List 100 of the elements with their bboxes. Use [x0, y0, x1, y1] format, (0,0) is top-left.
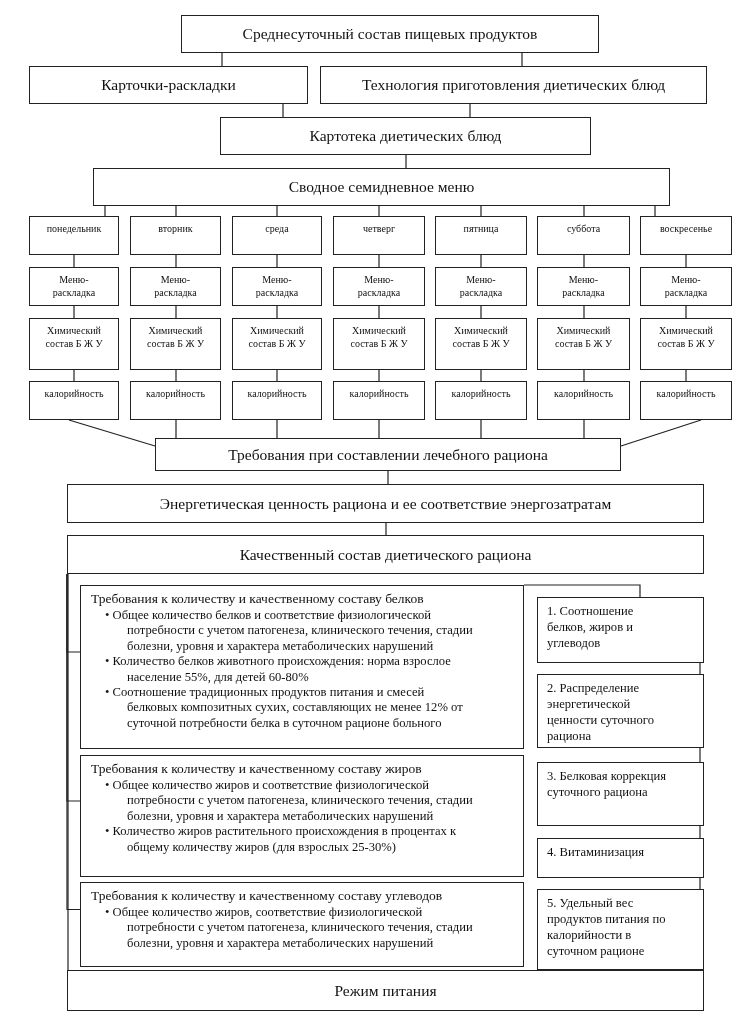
day-box — [29, 381, 119, 420]
box-heading: Требования к количеству и качественному составу белков — [91, 591, 425, 607]
connector-line — [276, 254, 278, 268]
connector-line — [387, 470, 389, 485]
connector-line — [378, 254, 380, 268]
process-box — [67, 535, 704, 574]
process-box — [181, 15, 599, 53]
requirements-box — [80, 755, 524, 877]
connector-line — [175, 419, 177, 439]
box-label: калорийность — [450, 387, 512, 400]
bullet-item: • Количество белков животного происхождения: норма взрослое население 55%, для детей 60-80% — [104, 654, 452, 686]
connector-line — [583, 254, 585, 268]
connector-line — [175, 205, 177, 217]
day-box — [537, 318, 630, 370]
day-box — [130, 216, 221, 255]
box-label: Меню-раскладка — [663, 273, 709, 299]
connector-line — [66, 573, 81, 911]
connector-line — [583, 205, 585, 217]
day-box — [640, 267, 732, 306]
connector-line — [175, 254, 177, 268]
box-label: Картотека диетических блюд — [309, 127, 502, 145]
day-box — [29, 267, 119, 306]
box-label: Требования при составлении лечебного рациона — [228, 445, 548, 464]
process-box — [67, 970, 704, 1011]
box-label: понедельник — [45, 222, 103, 235]
day-box — [333, 381, 425, 420]
numbered-box — [537, 838, 704, 878]
box-label: Химический состав Б Ж У — [349, 324, 409, 350]
box-label: Химический состав Б Ж У — [553, 324, 614, 350]
day-box — [333, 267, 425, 306]
connector-line — [276, 305, 278, 319]
box-label: Качественный состав диетического рациона — [239, 545, 532, 564]
box-heading: Требования к количеству и качественному составу жиров — [91, 761, 423, 777]
box-label: Меню-раскладка — [254, 273, 300, 299]
day-box — [232, 216, 322, 255]
box-label: четверг — [361, 222, 396, 235]
box-label: Химический состав Б Ж У — [44, 324, 104, 350]
process-box — [29, 66, 308, 104]
day-box — [130, 318, 221, 370]
connector-line — [699, 825, 701, 839]
bullet-item: • Общее количество жиров и соответствие физиологической потребности с учетом патогенеза, клинического течения, стадии болезни, уровня и характера метаболических нарушений — [104, 778, 473, 825]
box-label: 2. Распределение энергетической ценности суточного рациона — [547, 680, 655, 744]
day-box — [435, 318, 527, 370]
box-label: Энергетическая ценность рациона и ее соответствие энергозатратам — [159, 494, 612, 513]
day-box — [232, 318, 322, 370]
day-box — [537, 381, 630, 420]
day-box — [435, 381, 527, 420]
connector-line — [68, 419, 156, 447]
day-box — [333, 216, 425, 255]
connector-line — [378, 305, 380, 319]
connector-line — [73, 305, 75, 319]
connector-line — [654, 205, 656, 217]
requirements-box — [80, 882, 524, 967]
box-label: Карточки-раскладки — [101, 76, 236, 94]
connector-line — [104, 205, 106, 217]
connector-line — [67, 573, 69, 971]
box-label: вторник — [157, 222, 194, 235]
requirements-box — [80, 585, 524, 749]
box-label: 1. Соотношение белков, жиров и углеводов — [547, 603, 635, 651]
box-label: Меню-раскладка — [356, 273, 402, 299]
connector-line — [378, 205, 380, 217]
box-label: Меню-раскладка — [51, 273, 97, 299]
connector-line — [221, 52, 223, 67]
connector-line — [583, 419, 585, 439]
box-label: калорийность — [43, 387, 105, 400]
box-label: Химический состав Б Ж У — [145, 324, 206, 350]
connector-line — [378, 419, 380, 439]
box-label: 5. Удельный вес продуктов питания по калорийности в суточном рационе — [547, 895, 667, 959]
connector-line — [699, 877, 701, 890]
bullet-item: • Количество жиров растительного происхождения в процентах к общему количеству жиров (для взрослых 25-30%) — [104, 824, 458, 856]
process-box — [93, 168, 670, 206]
bullet-item: • Общее количество белков и соответствие физиологической потребности с учетом патогенеза, клинического течения, стадии болезни, уровня и характера метаболических нарушений — [104, 608, 473, 655]
connector-line — [276, 205, 278, 217]
box-label: среда — [264, 222, 290, 235]
connector-line — [583, 305, 585, 319]
box-label: 4. Витаминизация — [547, 844, 645, 860]
day-box — [333, 318, 425, 370]
box-label: калорийность — [348, 387, 410, 400]
connector-line — [282, 103, 284, 118]
connector-line — [73, 254, 75, 268]
process-box — [320, 66, 707, 104]
box-label: воскресенье — [658, 222, 714, 235]
connector-line — [276, 419, 278, 439]
day-box — [130, 267, 221, 306]
numbered-box — [537, 674, 704, 748]
connector-line — [175, 305, 177, 319]
connector-line — [385, 522, 387, 536]
connector-line — [378, 369, 380, 382]
day-box — [29, 216, 119, 255]
day-box — [29, 318, 119, 370]
box-label: Химический состав Б Ж У — [656, 324, 716, 350]
connector-line — [699, 662, 701, 675]
box-label: пятница — [462, 222, 500, 235]
connector-line — [521, 52, 523, 67]
numbered-box — [537, 597, 704, 663]
connector-line — [480, 419, 482, 439]
bullet-item: • Соотношение традиционных продуктов питания и смесей белковых композитных сухих, составляющих не менее 12% от суточной потребности белка в суточном рационе больного — [104, 685, 464, 732]
numbered-box — [537, 762, 704, 826]
day-box — [640, 381, 732, 420]
connector-line — [480, 369, 482, 382]
